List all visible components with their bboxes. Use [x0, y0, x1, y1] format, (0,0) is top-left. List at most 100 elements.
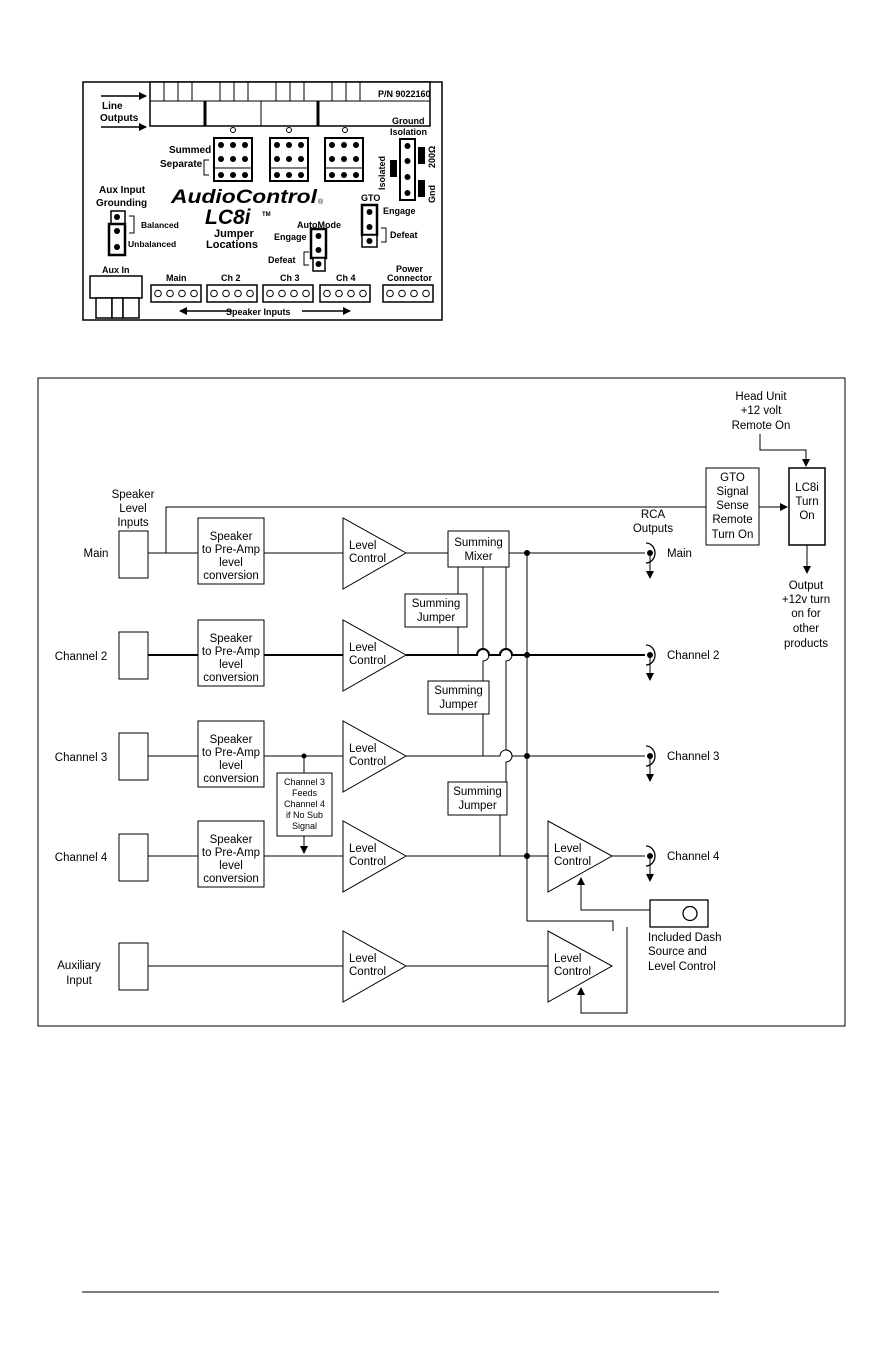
svg-text:Speaker: Speaker: [210, 633, 253, 645]
output-label-channel-3: Channel 3: [667, 751, 719, 763]
line-outputs-label-1: Line: [102, 101, 123, 112]
output-12v-label-1: Output: [789, 580, 824, 592]
brand-logo: AudioControl: [170, 187, 318, 208]
ground-isolation-jumper: [390, 138, 425, 201]
input-label-channel-2: Channel 2: [55, 651, 107, 663]
svg-text:to Pre-Amp: to Pre-Amp: [202, 747, 260, 759]
svg-text:Signal: Signal: [717, 486, 749, 498]
output-label-main: Main: [667, 548, 692, 560]
svg-text:Turn On: Turn On: [712, 529, 754, 541]
lc8i-turn-on-box: LC8i Turn On: [788, 467, 826, 546]
auxiliary-input-label-1: Auxiliary: [57, 960, 101, 972]
rca-outputs-label-2: Outputs: [633, 523, 674, 535]
level-control-auxiliary: Level Control: [342, 930, 408, 1003]
summed-label: Summed: [169, 145, 211, 156]
speaker-level-inputs-label-3: Inputs: [117, 517, 149, 529]
unbalanced-label: Unbalanced: [128, 239, 176, 249]
svg-text:Control: Control: [554, 856, 591, 868]
summing-jumper-3: Summing Jumper: [447, 781, 508, 816]
connector-label-ch2: Ch 2: [221, 273, 241, 283]
connector-label-main: Main: [166, 273, 187, 283]
output-12v-label-5: products: [784, 638, 828, 650]
jumper-locations-label-2: Locations: [206, 239, 258, 251]
jumper-locations-label-1: Jumper: [214, 228, 254, 240]
svg-text:conversion: conversion: [203, 570, 259, 582]
ground-isolation-label-1: Ground: [392, 116, 425, 126]
svg-text:level: level: [219, 557, 243, 569]
svg-text:Mixer: Mixer: [464, 551, 492, 563]
svg-text:Level: Level: [349, 642, 377, 654]
input-label-channel-4: Channel 4: [55, 852, 108, 864]
svg-text:Control: Control: [349, 756, 386, 768]
connector-label-ch4: Ch 4: [336, 273, 356, 283]
input-label-main: Main: [84, 548, 109, 560]
svg-text:Control: Control: [349, 856, 386, 868]
svg-text:Summing: Summing: [434, 685, 483, 697]
automode-jumper: [309, 227, 328, 272]
svg-text:conversion: conversion: [203, 873, 259, 885]
level-control-sub-output: Level Control: [547, 820, 614, 893]
registered-mark: ®: [318, 198, 324, 206]
aux-grounding-jumper: [107, 210, 127, 257]
level-control-channel-3: Level Control: [342, 720, 408, 793]
balanced-label: Balanced: [141, 220, 179, 230]
power-connector-label-1: Power: [396, 264, 424, 274]
model-logo: LC8i: [205, 206, 252, 229]
aux-in-connector: [89, 275, 143, 319]
output-12v-label-2: +12v turn: [782, 594, 830, 606]
svg-text:Summing: Summing: [412, 598, 461, 610]
svg-text:to Pre-Amp: to Pre-Amp: [202, 847, 260, 859]
input-box-channel-2: [118, 631, 149, 680]
svg-text:Jumper: Jumper: [458, 800, 497, 812]
gto-jumper: [360, 203, 379, 248]
svg-text:Level: Level: [554, 953, 582, 965]
svg-text:Sense: Sense: [716, 500, 749, 512]
svg-text:Signal: Signal: [292, 821, 317, 831]
svg-text:if No Sub: if No Sub: [286, 810, 323, 820]
automode-engage-label: Engage: [274, 232, 307, 242]
connector-main: [150, 284, 202, 303]
svg-text:GTO: GTO: [720, 472, 745, 484]
automode-defeat-label: Defeat: [268, 255, 296, 265]
svg-text:Summing: Summing: [454, 537, 503, 549]
summing-jumper-block-2: [269, 137, 309, 182]
svg-text:level: level: [219, 659, 243, 671]
head-unit-label-1: Head Unit: [735, 391, 787, 403]
summing-jumper-block-1: [213, 137, 253, 182]
connector-ch4: [319, 284, 371, 303]
gto-defeat-label: Defeat: [390, 230, 418, 240]
ohm-label: 200Ω: [427, 146, 437, 168]
level-control-main: Level Control: [342, 517, 408, 590]
svg-text:to Pre-Amp: to Pre-Amp: [202, 646, 260, 658]
rca-outputs-label-1: RCA: [641, 509, 666, 521]
svg-text:Feeds: Feeds: [292, 788, 318, 798]
svg-text:Control: Control: [349, 655, 386, 667]
output-12v-label-4: other: [793, 623, 819, 635]
connector-label-ch3: Ch 3: [280, 273, 300, 283]
svg-text:Level: Level: [349, 540, 377, 552]
connector-power: [382, 284, 434, 303]
speaker-level-inputs-label-2: Level: [119, 503, 147, 515]
svg-text:Speaker: Speaker: [210, 834, 253, 846]
converter-channel-4: Speaker to Pre-Amp level conversion: [197, 820, 265, 888]
dash-source-label-3: Level Control: [648, 961, 716, 973]
aux-in-label: Aux In: [102, 265, 130, 275]
output-label-channel-2: Channel 2: [667, 650, 719, 662]
line-output-connectors: [149, 81, 431, 127]
connector-ch3: [262, 284, 314, 303]
summing-jumper-block-3: [324, 137, 364, 182]
automode-label: AutoMode: [297, 220, 341, 230]
svg-text:Level: Level: [349, 953, 377, 965]
rca-output-main: [645, 542, 656, 579]
svg-text:Channel 3: Channel 3: [284, 777, 325, 787]
svg-text:Control: Control: [349, 966, 386, 978]
svg-text:conversion: conversion: [203, 672, 259, 684]
gto-engage-label: Engage: [383, 206, 416, 216]
gto-signal-sense-box: GTO Signal Sense Remote Turn On: [705, 467, 760, 546]
svg-text:Turn: Turn: [795, 496, 818, 508]
part-number: P/N 9022160: [378, 89, 431, 99]
input-label-channel-3: Channel 3: [55, 752, 107, 764]
connector-ch2: [206, 284, 258, 303]
dash-remote-control: [649, 899, 709, 928]
